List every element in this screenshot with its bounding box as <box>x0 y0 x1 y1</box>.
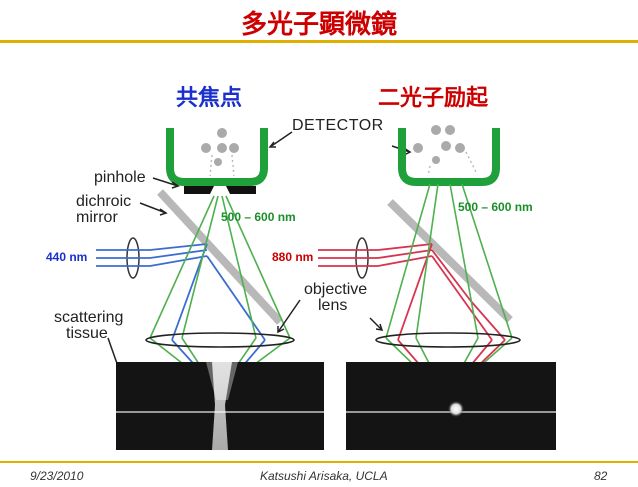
footer-author: Katsushi Arisaka, UCLA <box>260 469 388 483</box>
two-photon-heading: 二光子励起 <box>378 86 489 111</box>
dichroic-label-line1: dichroic <box>76 193 132 210</box>
objective-lens-right <box>375 332 521 348</box>
pinhole-label: pinhole <box>94 169 146 186</box>
footer-date: 9/23/2010 <box>30 469 84 483</box>
dichroic-mirror-right <box>387 199 513 323</box>
detector-left <box>166 128 268 186</box>
emission-wavelength-right: 500 – 600 nm <box>458 200 533 214</box>
objective-lens-left <box>145 332 295 348</box>
detector-label: DETECTOR <box>292 117 384 134</box>
title-rule <box>0 40 638 43</box>
slide-title: 多光子顕微鏡 <box>240 10 397 40</box>
pinhole <box>184 186 256 194</box>
dichroic-label-line2: mirror <box>76 209 118 226</box>
dichroic-mirror-left <box>157 189 283 325</box>
emission-wavelength-left: 500 – 600 nm <box>221 210 296 224</box>
detector-right <box>398 128 500 186</box>
excitation-wavelength-left: 440 nm <box>46 250 88 264</box>
scattering-label-line1: scattering <box>54 309 124 326</box>
scattering-label-line2: tissue <box>66 325 108 342</box>
excitation-wavelength-right: 880 nm <box>272 250 314 264</box>
objective-label-line1: objective <box>304 281 368 298</box>
confocal-heading: 共焦点 <box>176 86 243 111</box>
focal-spot <box>448 401 464 417</box>
photon-dots-right <box>413 125 465 164</box>
objective-label-line2: lens <box>318 297 348 314</box>
photon-dots-left <box>201 128 239 166</box>
page-number: 82 <box>594 469 608 483</box>
